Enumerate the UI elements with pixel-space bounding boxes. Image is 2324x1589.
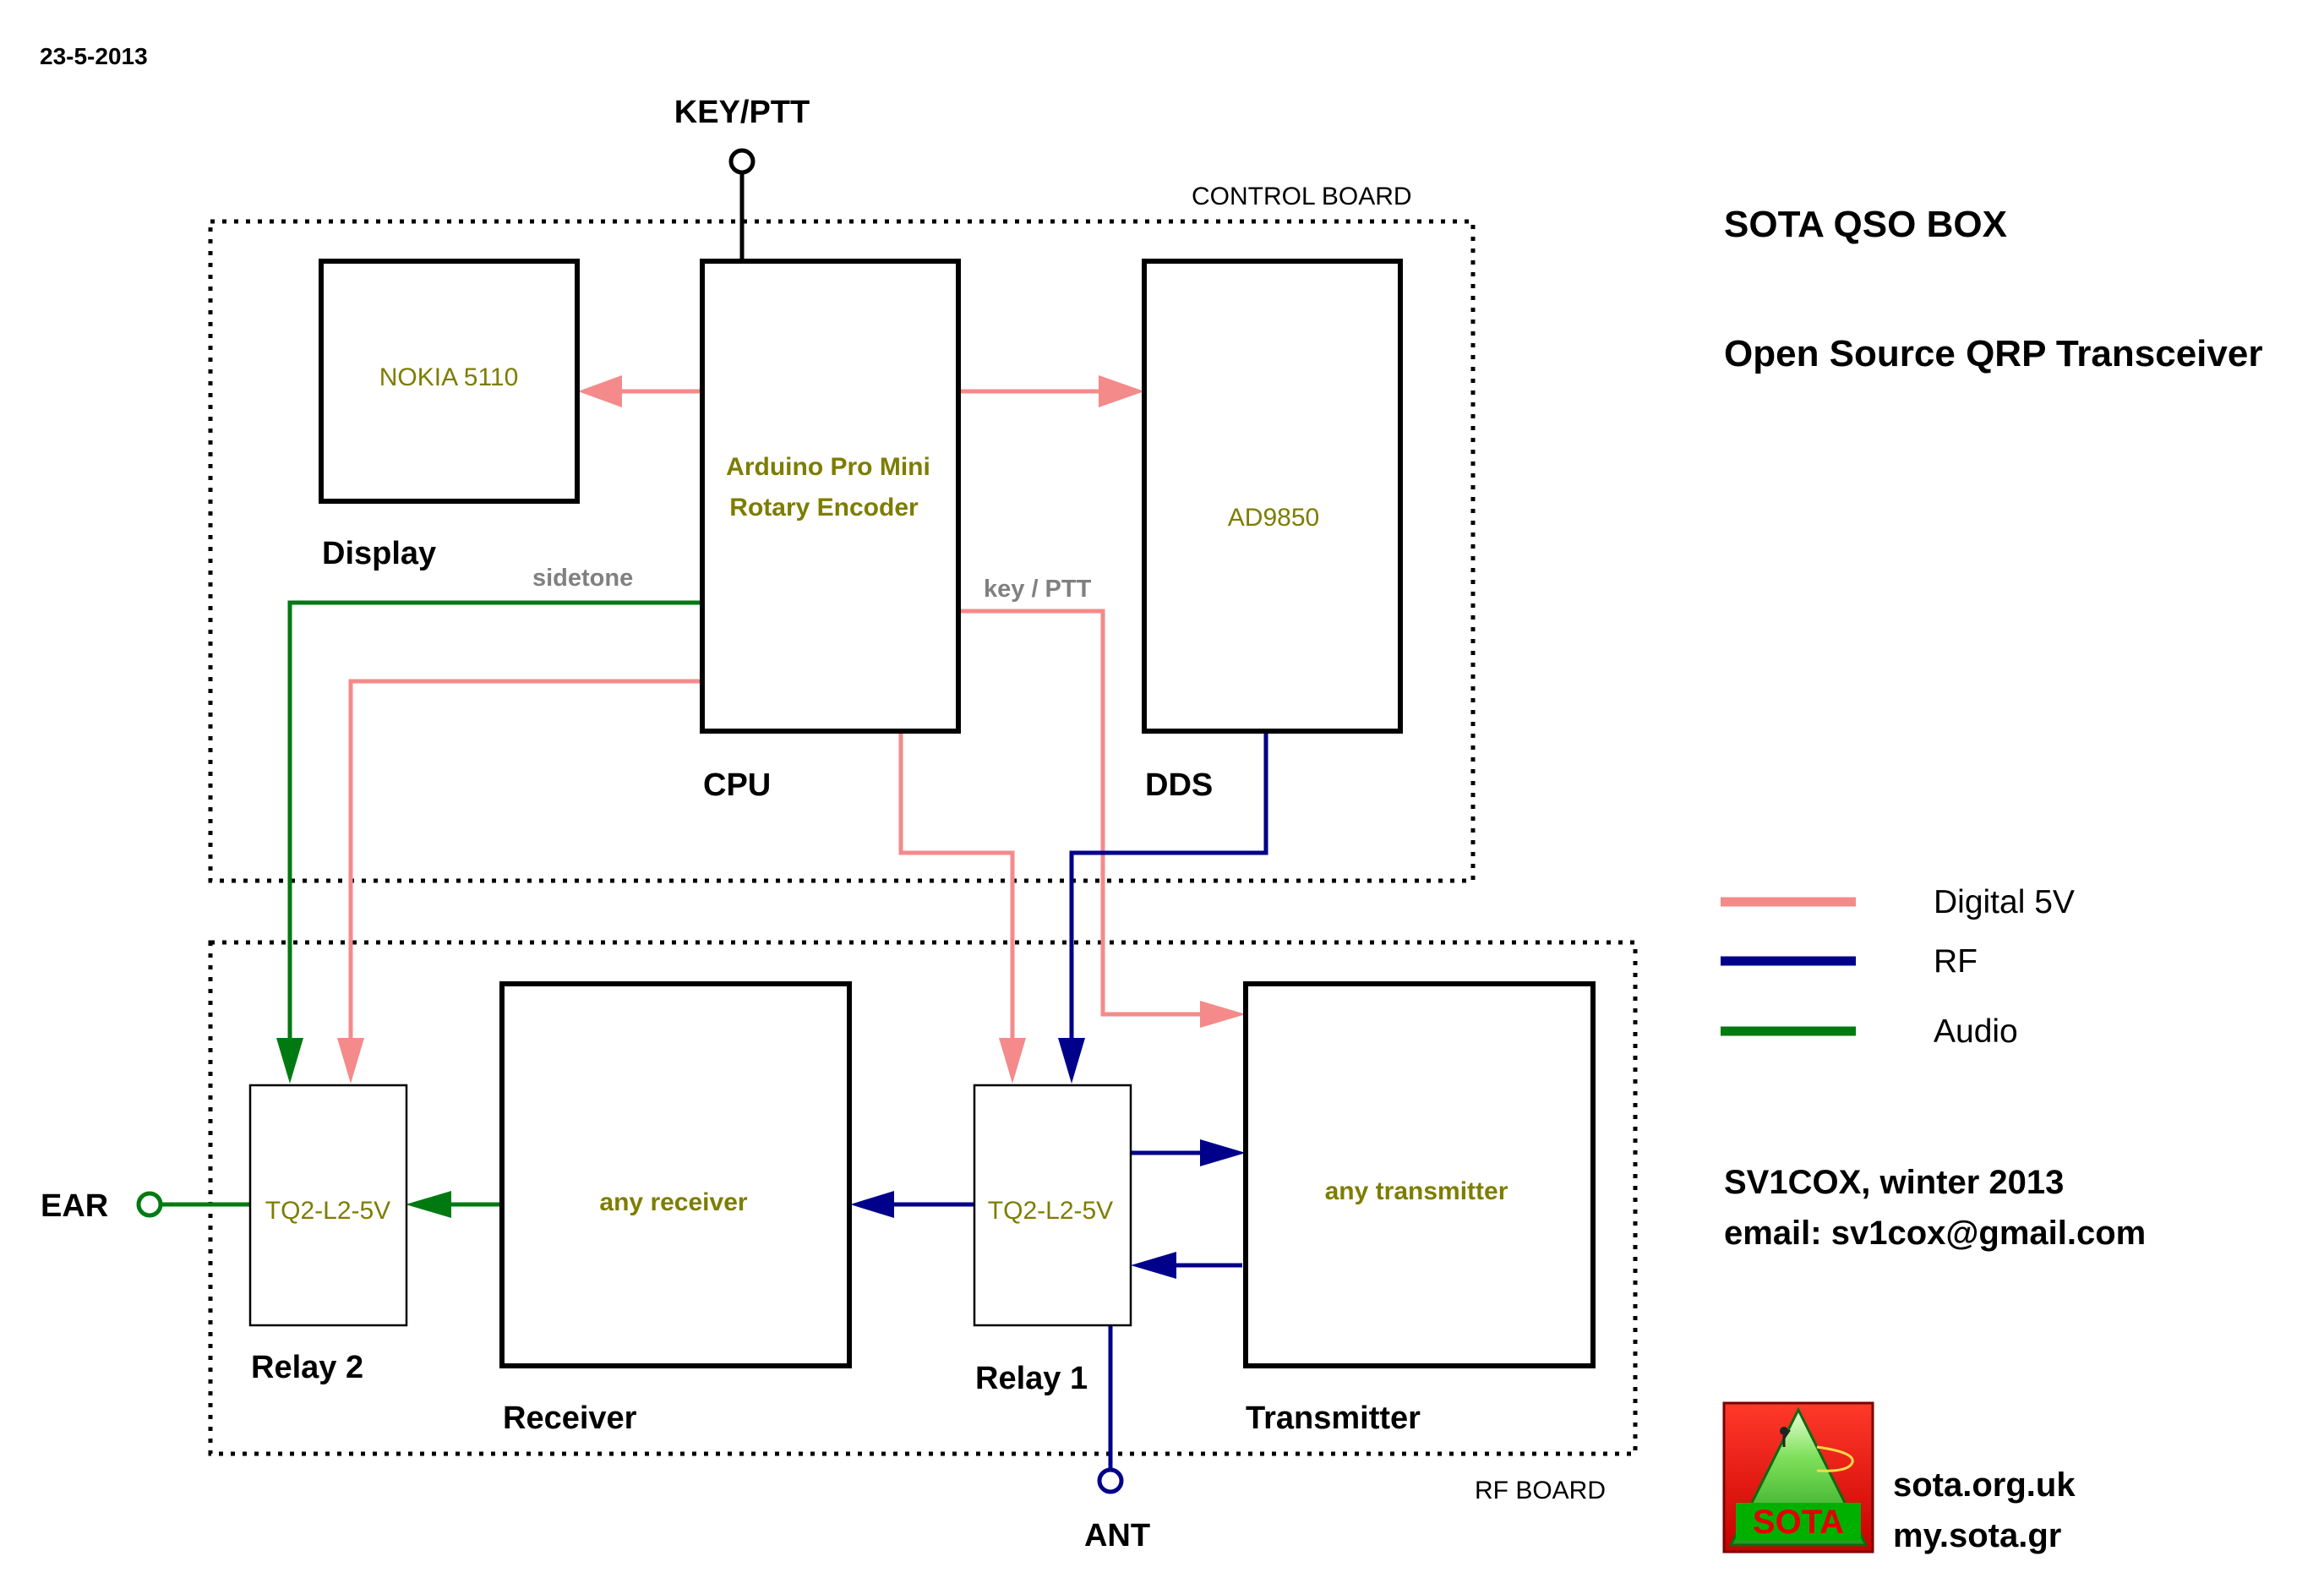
key-ptt-signal-label: key / PTT: [984, 576, 1092, 603]
sidetone-wire: [287, 600, 701, 1038]
key-ptt-to-transmitter-wire: [958, 609, 1200, 1017]
control-board-outline: [208, 219, 1476, 883]
sidetone-arrowhead: [276, 1038, 303, 1084]
cpu-block-text-line2: Rotary Encoder: [729, 494, 919, 521]
ant-terminal-label: ANT: [1084, 1518, 1150, 1554]
cpu-to-dds-arrowhead: [1099, 375, 1144, 407]
control-board-label: CONTROL BOARD: [1192, 183, 1412, 210]
dds-to-relay1-arrowhead: [1058, 1038, 1085, 1084]
receiver-label: Receiver: [503, 1401, 637, 1436]
key-ptt-terminal-label: KEY/PTT: [674, 95, 810, 130]
relay1-to-receiver-arrowhead: [850, 1191, 894, 1218]
legend: Digital 5V RF Audio: [1721, 884, 2075, 1050]
link-my-sota-gr[interactable]: my.sota.gr: [1893, 1517, 2061, 1554]
key-ptt-to-transmitter-arrowhead: [1200, 1001, 1246, 1028]
cpu-to-relay2-arrowhead: [337, 1038, 364, 1084]
transmitter-to-relay1-arrowhead: [1131, 1252, 1176, 1279]
receiver-to-relay2-arrowhead: [406, 1191, 451, 1218]
cpu-to-relay1-wire: [898, 732, 1015, 1038]
relay2-block-text: TQ2-L2-5V: [265, 1197, 390, 1225]
sota-logo-text: SOTA: [1753, 1504, 1844, 1541]
dds-label: DDS: [1145, 767, 1213, 803]
ear-terminal-label: EAR: [41, 1188, 108, 1224]
rf-board-outline: [208, 940, 1638, 1456]
transmitter-label: Transmitter: [1246, 1401, 1421, 1436]
dds-block-text: AD9850: [1228, 504, 1319, 532]
display-block-text: NOKIA 5110: [379, 363, 519, 391]
transmitter-block-text: any transmitter: [1325, 1177, 1508, 1205]
key-ptt-terminal: [728, 148, 756, 175]
display-label: Display: [322, 536, 436, 571]
relay2-label: Relay 2: [251, 1350, 363, 1385]
cpu-to-relay2-wire: [348, 679, 701, 1038]
date-label: 23-5-2013: [40, 43, 148, 69]
receiver-block: [499, 981, 852, 1368]
relay1-to-transmitter-arrowhead: [1200, 1139, 1246, 1166]
relay1-block-text: TQ2-L2-5V: [988, 1197, 1113, 1225]
cpu-block-text-line1: Arduino Pro Mini: [726, 453, 930, 481]
rf-board-label: RF BOARD: [1475, 1477, 1606, 1504]
legend-label-rf: RF: [1934, 943, 1978, 980]
author-line2: email: sv1cox@gmail.com: [1724, 1215, 2146, 1252]
legend-label-audio: Audio: [1934, 1013, 2018, 1050]
author-line1: SV1COX, winter 2013: [1724, 1164, 2064, 1201]
transmitter-block: [1243, 981, 1596, 1368]
title-line1: SOTA QSO BOX: [1724, 204, 2007, 245]
cpu-to-display-arrowhead: [578, 375, 622, 407]
dds-to-relay1-wire: [1069, 732, 1268, 1038]
dds-block: [1142, 259, 1403, 734]
sidetone-label: sidetone: [532, 565, 633, 592]
cpu-to-relay1-arrowhead: [999, 1038, 1026, 1084]
ant-terminal: [1097, 1467, 1124, 1494]
receiver-block-text: any receiver: [599, 1188, 747, 1216]
sota-logo: SOTA: [1722, 1401, 1874, 1554]
cpu-label: CPU: [703, 767, 771, 803]
relay2-block: [248, 1084, 408, 1327]
cpu-block: [700, 259, 961, 734]
relay1-block: [973, 1084, 1132, 1327]
title-line2: Open Source QRP Transceiver: [1724, 333, 2262, 374]
legend-label-digital: Digital 5V: [1934, 884, 2075, 920]
display-block: [319, 259, 580, 504]
ear-terminal: [136, 1191, 163, 1218]
link-sota-org-uk[interactable]: sota.org.uk: [1893, 1466, 2076, 1504]
relay1-label: Relay 1: [975, 1361, 1088, 1396]
